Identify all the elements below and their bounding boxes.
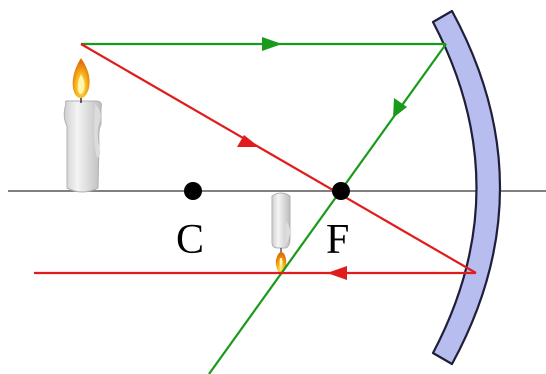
concave-mirror	[431, 9, 502, 366]
center-of-curvature-point	[184, 182, 202, 200]
focal-point	[332, 182, 350, 200]
ray-arrow-right	[262, 37, 282, 51]
ray-arrow-down-right	[237, 135, 259, 147]
green-rays	[81, 37, 447, 374]
red-rays	[34, 43, 477, 280]
center-of-curvature-label: C	[176, 217, 204, 263]
focal-point-label: F	[326, 217, 349, 263]
ray-arrow-left	[327, 266, 347, 280]
incident-focal-ray	[80, 43, 477, 274]
reflected-through-focus-ray	[208, 43, 447, 374]
upright-candle-icon	[63, 58, 102, 193]
ray-arrow-down-left	[393, 98, 407, 118]
